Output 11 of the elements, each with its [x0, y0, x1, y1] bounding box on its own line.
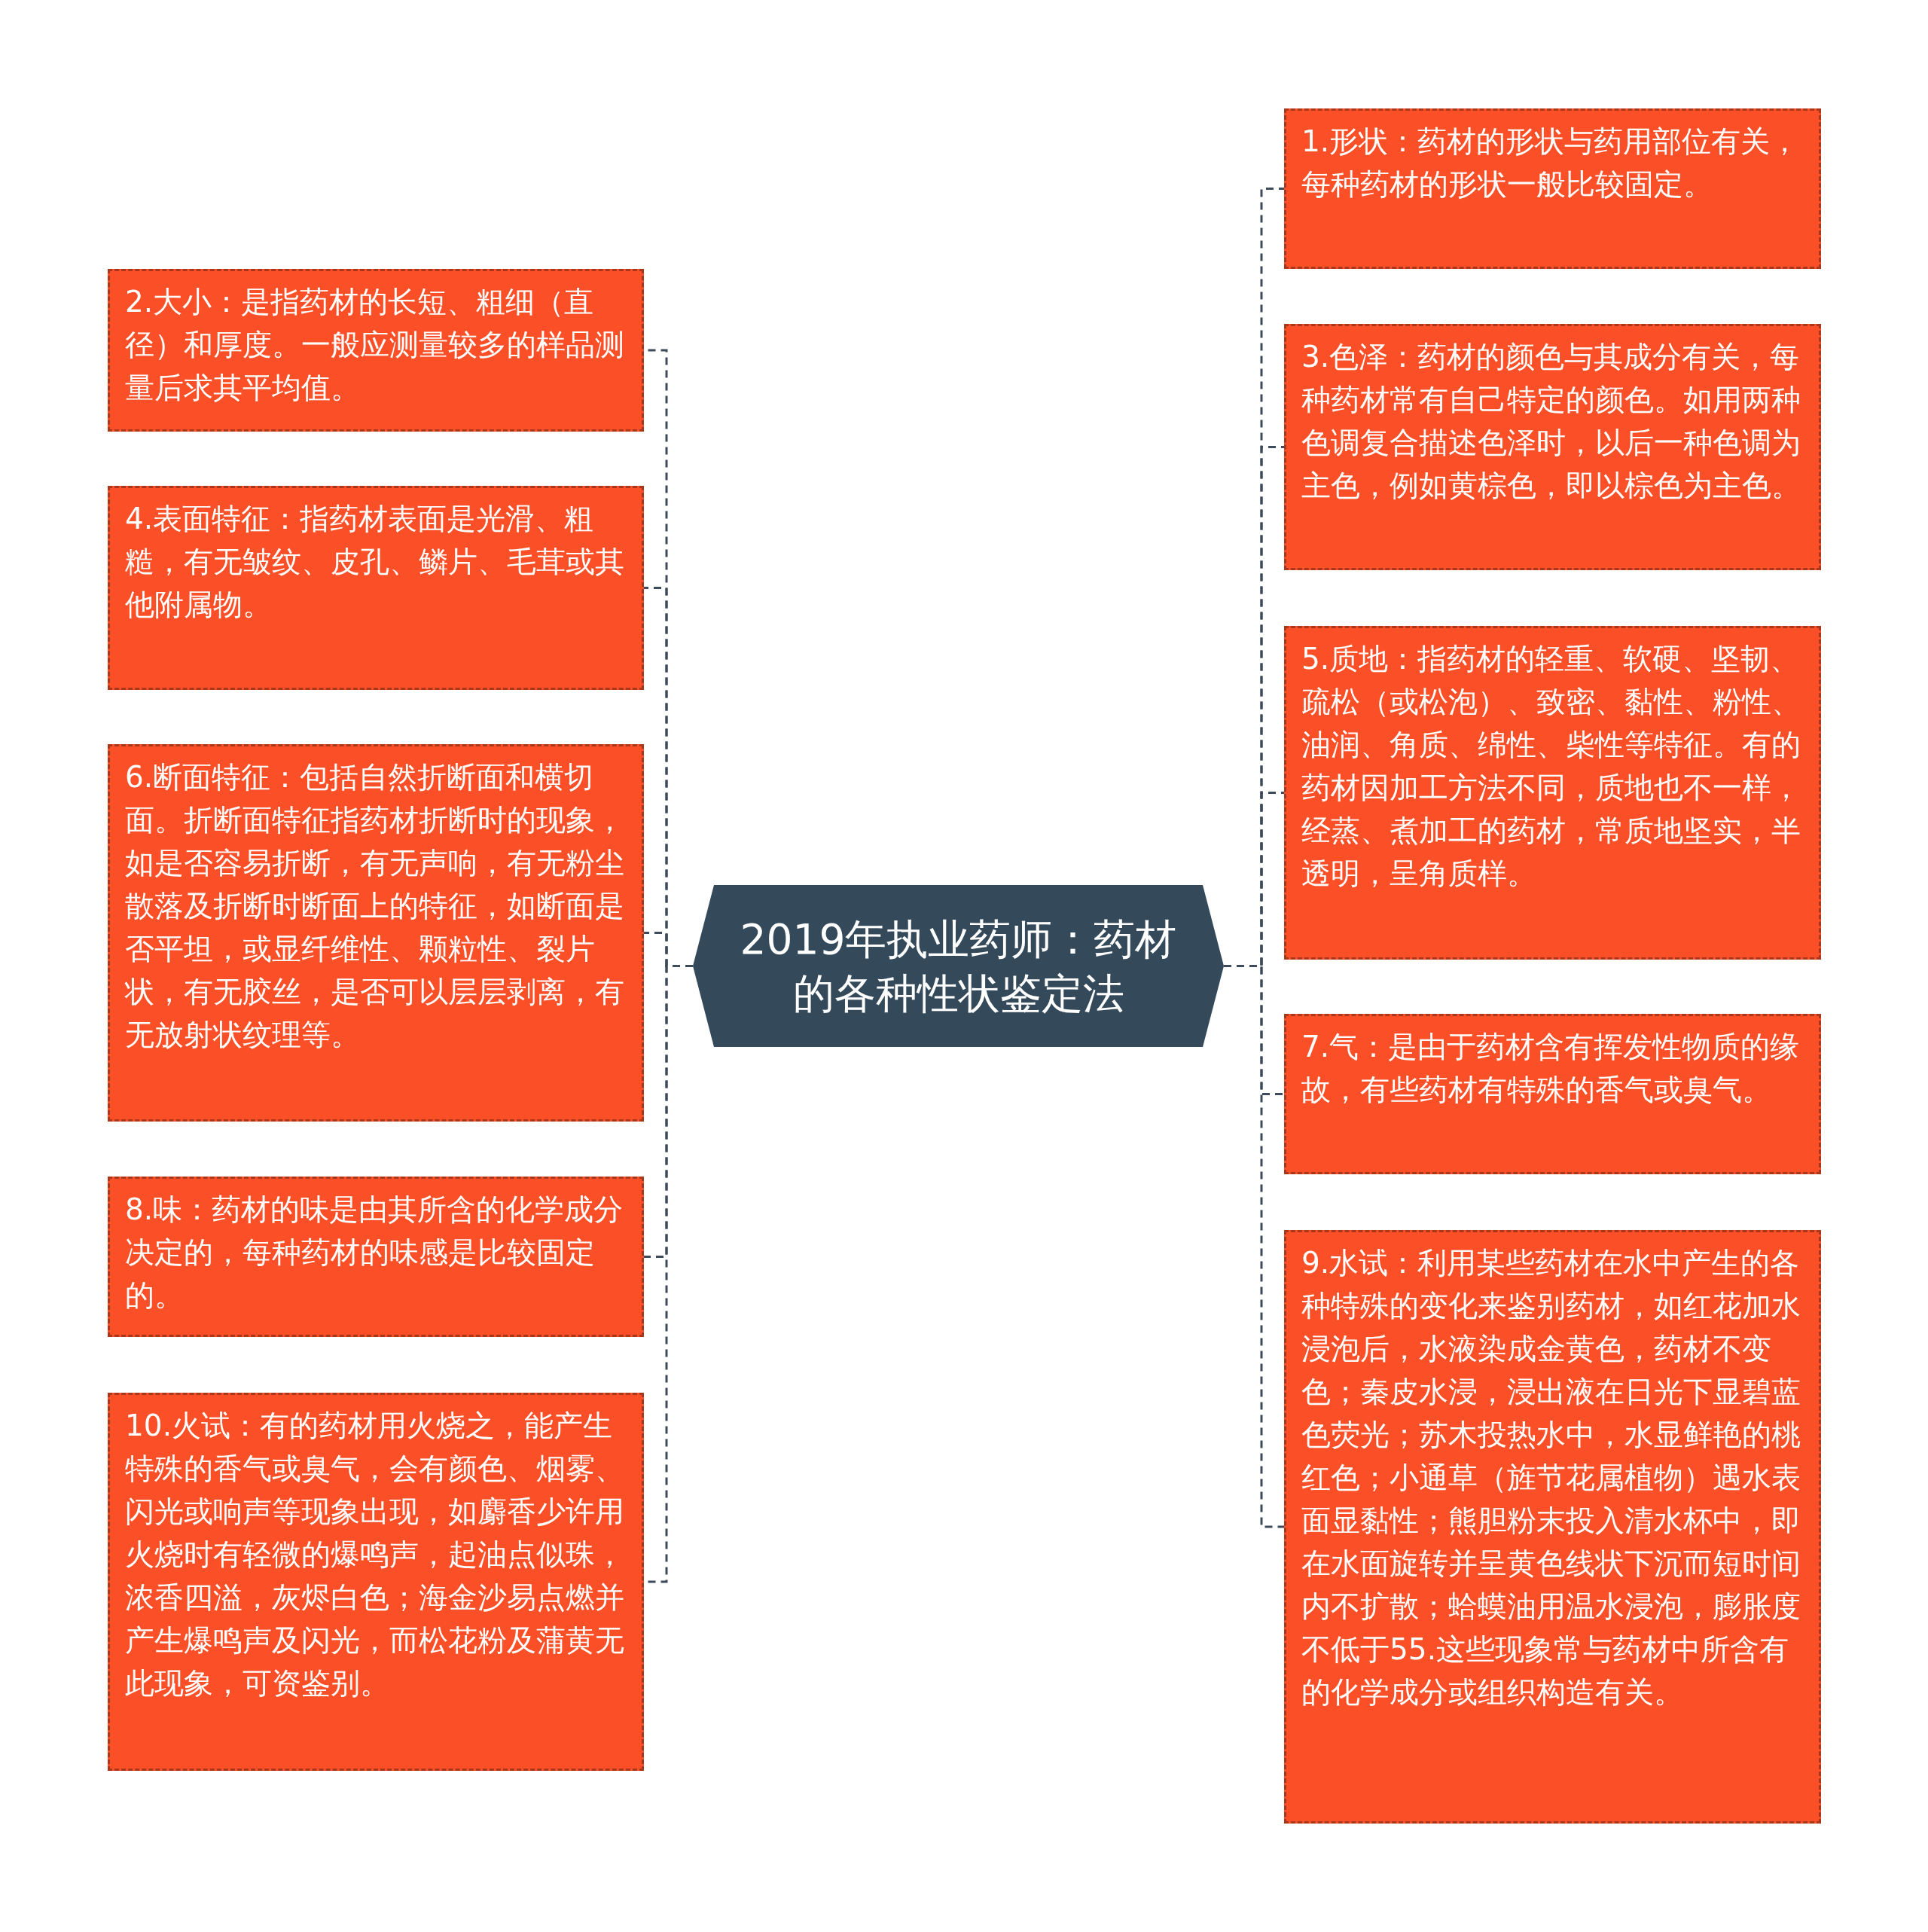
topic-box: 6.断面特征：包括自然折断面和横切面。折断面特征指药材折断时的现象，如是否容易折断，有无声响，有无粉尘散落及折断时断面上的特征，如断面是否平坦，或显纤维性、颗粒性、裂片状，有无胶丝，是否可以层层剥离，有无放射状纹理等。: [108, 744, 644, 1122]
topic-box: 8.味：药材的味是由其所含的化学成分决定的，每种药材的味感是比较固定的。: [108, 1177, 644, 1337]
central-topic: 2019年执业药师：药材的各种性状鉴定法: [693, 885, 1224, 1047]
topic-box: 2.大小：是指药材的长短、粗细（直径）和厚度。一般应测量较多的样品测量后求其平均值。: [108, 269, 644, 432]
topic-box: 5.质地：指药材的轻重、软硬、坚韧、疏松（或松泡）、致密、黏性、粉性、油润、角质、绵性、柴性等特征。有的药材因加工方法不同，质地也不一样，经蒸、煮加工的药材，常质地坚实，半透明，呈角质样。: [1284, 626, 1821, 960]
topic-box: 7.气：是由于药材含有挥发性物质的缘故，有些药材有特殊的香气或臭气。: [1284, 1014, 1821, 1174]
topic-box: 10.火试：有的药材用火烧之，能产生特殊的香气或臭气，会有颜色、烟雾、闪光或响声等现象出现，如麝香少许用火烧时有轻微的爆鸣声，起油点似珠，浓香四溢，灰烬白色；海金沙易点燃并产生爆鸣声及闪光，而松花粉及蒲黄无此现象，可资鉴别。: [108, 1393, 644, 1771]
topic-box: 9.水试：利用某些药材在水中产生的各种特殊的变化来鉴别药材，如红花加水浸泡后，水液染成金黄色，药材不变色；秦皮水浸，浸出液在日光下显碧蓝色荧光；苏木投热水中，水显鲜艳的桃红色；小通草（旌节花属植物）遇水表面显黏性；熊胆粉末投入清水杯中，即在水面旋转并呈黄色线状下沉而短时间内不扩散；蛤蟆油用温水浸泡，膨胀度不低于55.这些现象常与药材中所含有的化学成分或组织构造有关。: [1284, 1230, 1821, 1824]
topic-box: 1.形状：药材的形状与药用部位有关，每种药材的形状一般比较固定。: [1284, 108, 1821, 269]
topic-box: 4.表面特征：指药材表面是光滑、粗糙，有无皱纹、皮孔、鳞片、毛茸或其他附属物。: [108, 486, 644, 690]
topic-box: 3.色泽：药材的颜色与其成分有关，每种药材常有自己特定的颜色。如用两种色调复合描述色泽时，以后一种色调为主色，例如黄棕色，即以棕色为主色。: [1284, 324, 1821, 570]
